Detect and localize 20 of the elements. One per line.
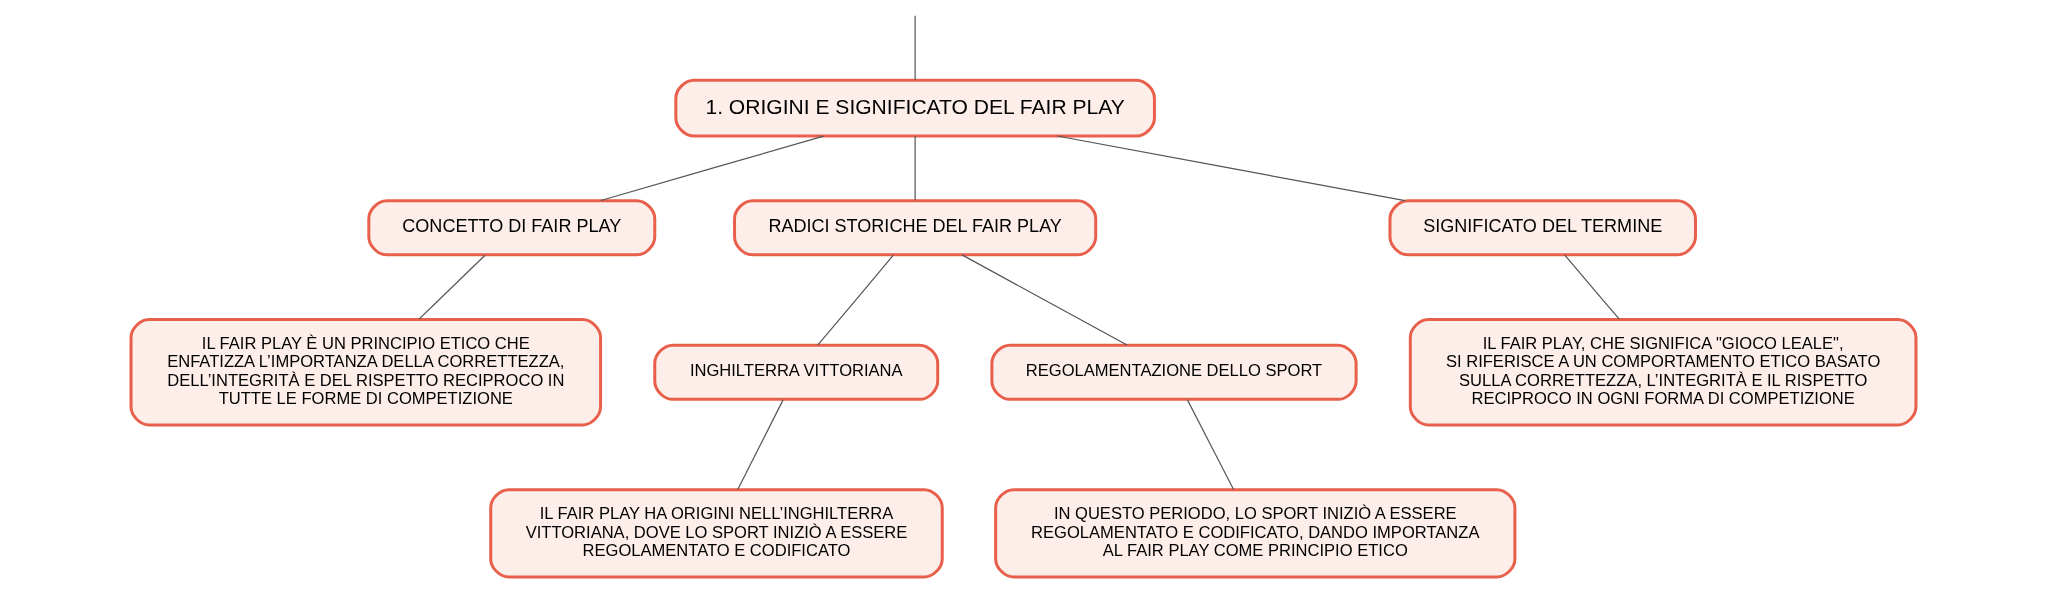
connector bbox=[599, 135, 824, 202]
node-box: IL FAIR PLAY, CHE SIGNIFICA "GIOCO LEALE", SI RIFERISCE A UN COMPORTAMENTO ETICO BASATO SULLA CORRETTEZZA, L’INTEGRITÀ E IL RISPETTO RECIPROCO IN OGNI FORMA DI COMPETIZIONE bbox=[1408, 318, 1917, 427]
connector bbox=[1186, 399, 1234, 491]
node-box: RADICI STORICHE DEL FAIR PLAY bbox=[732, 199, 1097, 257]
node-box: IN QUESTO PERIODO, LO SPORT INIZIÒ A ESSERE REGOLAMENTATO E CODIFICATO, DANDO IMPORTANZA AL FAIR PLAY COME PRINCIPIO ETICO bbox=[993, 488, 1516, 579]
node-box: IL FAIR PLAY HA ORIGINI NELL’INGHILTERRA VITTORIANA, DOVE LO SPORT INIZIÒ A ESSERE REGOLAMENTATO E CODIFICATO bbox=[488, 488, 944, 579]
node-box: INGHILTERRA VITTORIANA bbox=[652, 343, 939, 401]
node-box: IL FAIR PLAY È UN PRINCIPIO ETICO CHE ENFATIZZA L’IMPORTANZA DELLA CORRETTEZZA, DELL’INTEGRITÀ E DEL RISPETTO RECIPROCO IN TUTTE LE FORME DI COMPETIZIONE bbox=[129, 318, 602, 427]
node-box: REGOLAMENTAZIONE DELLO SPORT bbox=[989, 343, 1358, 401]
connector bbox=[914, 135, 916, 201]
connector bbox=[960, 254, 1128, 346]
connector bbox=[914, 15, 916, 81]
node-box: SIGNIFICATO DEL TERMINE bbox=[1387, 199, 1697, 257]
connector bbox=[1563, 254, 1620, 320]
node-box: 1. ORIGINI E SIGNIFICATO DEL FAIR PLAY bbox=[673, 78, 1156, 138]
connector bbox=[417, 254, 486, 320]
connector bbox=[1056, 135, 1406, 202]
connector bbox=[816, 254, 894, 346]
node-box: CONCETTO DI FAIR PLAY bbox=[366, 199, 656, 257]
connector bbox=[736, 399, 784, 491]
